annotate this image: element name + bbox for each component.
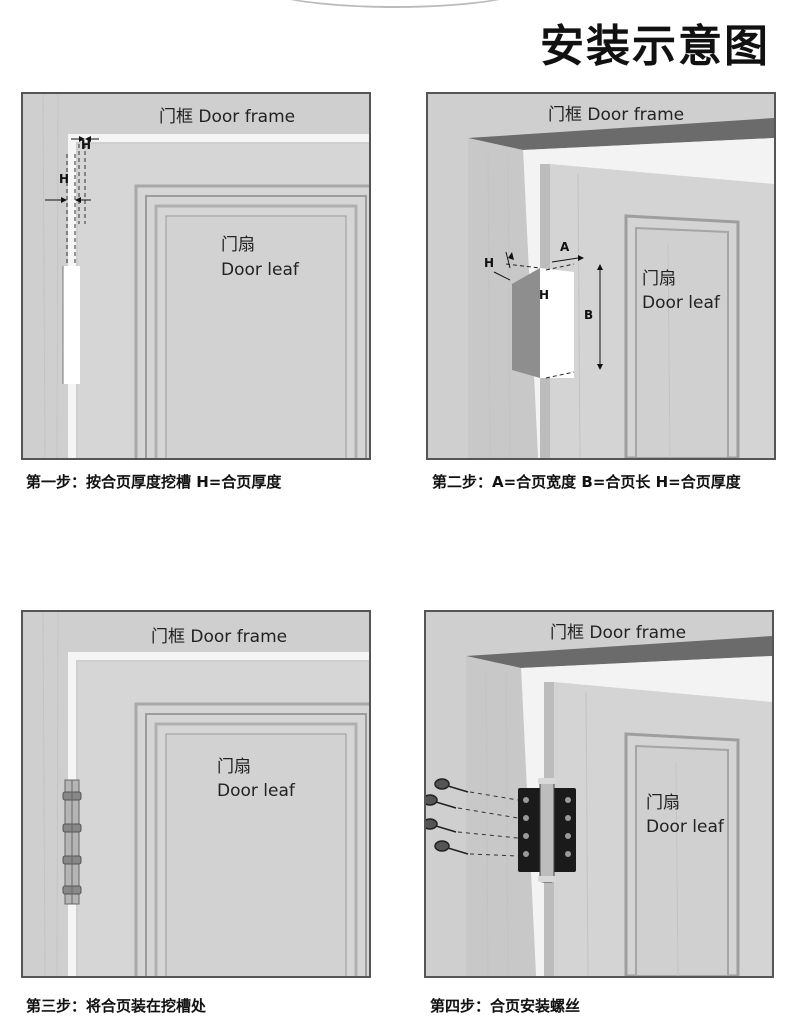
step1-illustration [23,94,369,458]
door-leaf-label-en: Door leaf [642,293,720,313]
step2-illustration [428,94,774,458]
page-title: 安装示意图 [540,21,770,72]
caption-step-1: 第一步：按合页厚度挖槽 H=合页厚度 [26,473,282,491]
caption-step-4: 第四步：合页安装螺丝 [430,997,581,1015]
door-frame-label: 门框 Door frame [159,107,296,127]
panel-step-2: 门框 Door frame 门扇 Door leaf A B H H [426,92,776,460]
dim-a: A [560,240,570,254]
panel-step-3: 门框 Door frame 门扇 Door leaf [21,610,371,978]
door-leaf-label-en: Door leaf [217,781,295,801]
decorative-arc [255,0,535,8]
caption-step-3: 第三步：将合页装在挖槽处 [26,997,207,1015]
dim-b: B [584,308,594,322]
door-leaf-label-cn: 门扇 [642,269,676,289]
step4-illustration [426,612,772,976]
dim-h-top: H [81,138,92,152]
dim-h-side: H [59,172,70,186]
door-leaf-label-cn: 门扇 [217,757,251,777]
panel-step-4: 门框 Door frame 门扇 Door leaf [424,610,774,978]
dim-h-left: H [484,256,495,270]
door-frame-label: 门框 Door frame [151,627,288,647]
step3-illustration [23,612,369,976]
door-leaf-label-en: Door leaf [646,817,724,837]
dim-h-center: H [539,288,550,302]
caption-step-2: 第二步：A=合页宽度 B=合页长 H=合页厚度 [432,473,741,491]
door-frame-label: 门框 Door frame [548,105,685,125]
door-leaf-label-cn: 门扇 [646,793,680,813]
hinge-drawing [518,778,576,883]
door-frame-label: 门框 Door frame [550,623,687,643]
door-leaf-label-en: Door leaf [221,260,299,280]
door-leaf-label-cn: 门扇 [221,235,255,255]
panel-step-1: 门框 Door frame 门扇 Door leaf H H [21,92,371,460]
